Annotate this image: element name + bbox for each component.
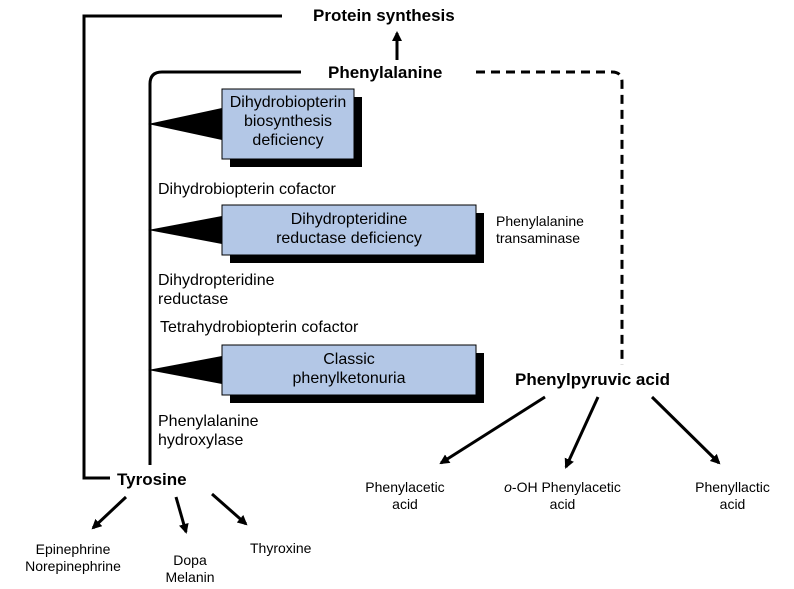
melanin-text: Melanin xyxy=(165,568,215,585)
block-2-line-1: Dihydropteridine xyxy=(290,211,408,228)
arrow-to-dopa xyxy=(174,496,189,534)
inner-bracket-line xyxy=(148,70,301,465)
hydroxylase-line-2: hydroxylase xyxy=(158,432,244,450)
phenylacetic-line-1: Phenylacetic xyxy=(365,479,445,495)
phenyllactic-line-2: acid xyxy=(719,495,746,512)
block-1-line-3: deficiency xyxy=(252,132,324,150)
label-epinephrine: Epinephrine Norepinephrine xyxy=(10,541,136,575)
block-label-3: Classic phenylketonuria xyxy=(222,350,476,388)
reductase-line-2: reductase xyxy=(158,291,229,309)
outer-bracket-line xyxy=(82,14,282,480)
phenyllactic-line-1: Phenyllactic xyxy=(695,479,770,495)
epinephrine-text: Epinephrine xyxy=(35,541,111,557)
arrow-to-oh-phenylacetic xyxy=(564,396,600,469)
node-tyrosine: Tyrosine xyxy=(117,470,187,489)
oh-phenylacetic-line-1: o-OH Phenylacetic xyxy=(490,479,635,496)
oh-rest: -OH Phenylacetic xyxy=(511,479,621,495)
arrow-to-phenyllactic xyxy=(650,395,721,465)
arrow-to-epinephrine xyxy=(91,495,128,530)
label-dopa-melanin: Dopa Melanin xyxy=(160,552,220,586)
block-3-line-2: phenylketonuria xyxy=(292,370,406,388)
block-wedge-1 xyxy=(148,108,222,140)
norepinephrine-text: Norepinephrine xyxy=(25,557,121,574)
label-dihydropteridine-reductase: Dihydropteridine reductase xyxy=(158,271,275,309)
label-tetrahydrobiopterin-cofactor: Tetrahydrobiopterin cofactor xyxy=(160,319,359,336)
block-label-2: Dihydropteridine reductase deficiency xyxy=(222,210,476,248)
block-box-3 xyxy=(221,344,477,396)
label-phenylacetic-acid: Phenylacetic acid xyxy=(355,479,455,513)
node-phenylalanine: Phenylalanine xyxy=(328,63,443,82)
oh-prefix: o xyxy=(504,479,512,495)
label-phenyllactic-acid: Phenyllactic acid xyxy=(680,479,785,513)
block-label-1: Dihydrobiopterin biosynthesis deficiency xyxy=(222,93,354,151)
block-3-line-1: Classic xyxy=(323,351,375,368)
hydroxylase-line-1: Phenylalanine xyxy=(158,413,259,430)
arrow-to-thyroxine xyxy=(211,492,248,526)
block-1-line-1: Dihydrobiopterin xyxy=(229,94,347,111)
block-2-line-2: reductase deficiency xyxy=(276,230,422,248)
oh-phenylacetic-line-2: acid xyxy=(549,495,576,512)
transaminase-line-1: Phenylalanine xyxy=(496,213,584,229)
label-thyroxine: Thyroxine xyxy=(250,540,312,556)
node-protein-synthesis: Protein synthesis xyxy=(313,6,455,25)
block-wedge-3 xyxy=(148,356,222,384)
node-phenylpyruvic-acid: Phenylpyruvic acid xyxy=(515,370,670,389)
label-dihydrobiopterin-cofactor: Dihydrobiopterin cofactor xyxy=(158,181,336,198)
block-1-line-2: biosynthesis xyxy=(243,113,333,131)
arrow-to-phenylacetic xyxy=(439,395,546,465)
block-box-1 xyxy=(221,88,355,160)
label-phenylalanine-hydroxylase: Phenylalanine hydroxylase xyxy=(158,412,259,450)
label-phenylalanine-transaminase: Phenylalanine transaminase xyxy=(496,213,584,247)
reductase-line-1: Dihydropteridine xyxy=(158,272,275,289)
phenylacetic-line-2: acid xyxy=(392,495,418,512)
label-oh-phenylacetic-acid: o-OH Phenylacetic acid xyxy=(490,479,635,513)
transaminase-dashed-line xyxy=(476,70,624,365)
transaminase-line-2: transaminase xyxy=(496,229,581,246)
block-wedge-2 xyxy=(148,216,222,244)
dopa-text: Dopa xyxy=(173,552,207,568)
